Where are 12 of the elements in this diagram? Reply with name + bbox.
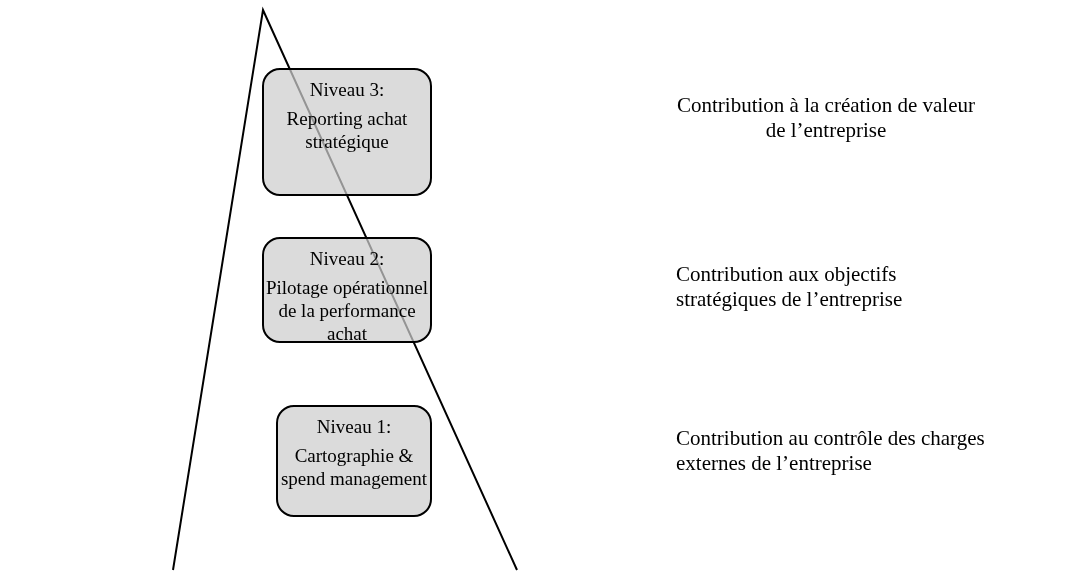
level-box xyxy=(276,405,432,517)
level-text: Pilotage opérationnel de la performance achat xyxy=(266,276,428,345)
contribution-text: Contribution aux objectifs stratégiques de l’entreprise xyxy=(676,262,904,312)
level-heading: Niveau 1: xyxy=(315,415,393,438)
contribution-text: Contribution au contrôle des charges externes de l’entreprise xyxy=(676,426,986,476)
level-text: Cartographie & spend management xyxy=(280,444,428,490)
level-text: Reporting achat stratégique xyxy=(285,107,409,153)
level-heading: Niveau 3: xyxy=(308,78,386,101)
level-box xyxy=(262,237,432,343)
level-box xyxy=(262,68,432,196)
contribution-text: Contribution à la création de valeur de l’entreprise xyxy=(676,93,976,143)
level-heading: Niveau 2: xyxy=(308,247,386,270)
